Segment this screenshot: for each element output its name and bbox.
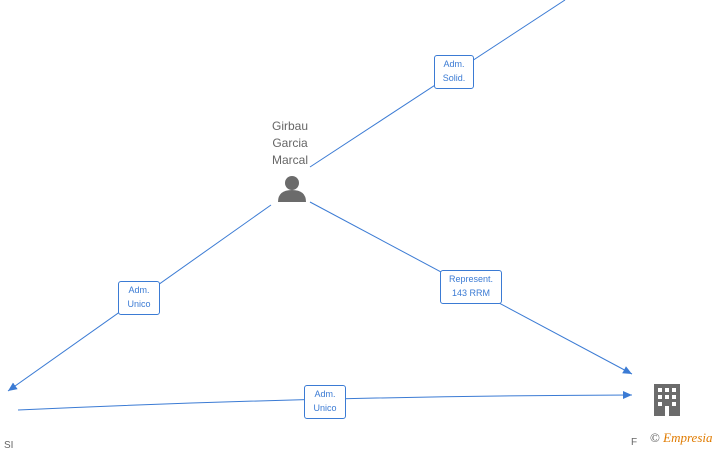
person-name-line-1: Girbau <box>271 119 309 133</box>
edge-label-bottom-line-1: Adm. <box>314 389 336 399</box>
edge-label-right-line-2: 143 RRM <box>451 288 490 298</box>
edge-label-bottom[interactable]: Adm. Unico <box>304 385 346 419</box>
edge-label-top-line-1: Adm. <box>443 59 465 69</box>
person-name-line-3: Marcal <box>271 153 308 167</box>
person-name-line-2: Garcia <box>272 136 308 150</box>
copyright-symbol: © <box>650 430 660 445</box>
edge-label-top-line-2: Solid. <box>442 73 466 83</box>
person-name[interactable]: Girbau Garcia Marcal <box>250 118 330 169</box>
watermark: © Empresia <box>650 430 713 446</box>
company-label-right-truncated: F <box>631 437 638 448</box>
edge-label-right-line-1: Represent. <box>448 274 494 284</box>
watermark-brand: Empresia <box>663 430 713 445</box>
edge-label-left-line-2: Unico <box>127 299 151 309</box>
company-label-left-truncated: SI <box>4 440 14 451</box>
edge-label-right[interactable]: Represent. 143 RRM <box>440 270 502 304</box>
edge-label-left[interactable]: Adm. Unico <box>118 281 160 315</box>
edge-label-left-line-1: Adm. <box>128 285 150 295</box>
building-icon[interactable] <box>654 384 680 416</box>
edge-label-top[interactable]: Adm. Solid. <box>434 55 474 89</box>
person-icon[interactable] <box>278 176 306 202</box>
edge-label-bottom-line-2: Unico <box>313 403 337 413</box>
